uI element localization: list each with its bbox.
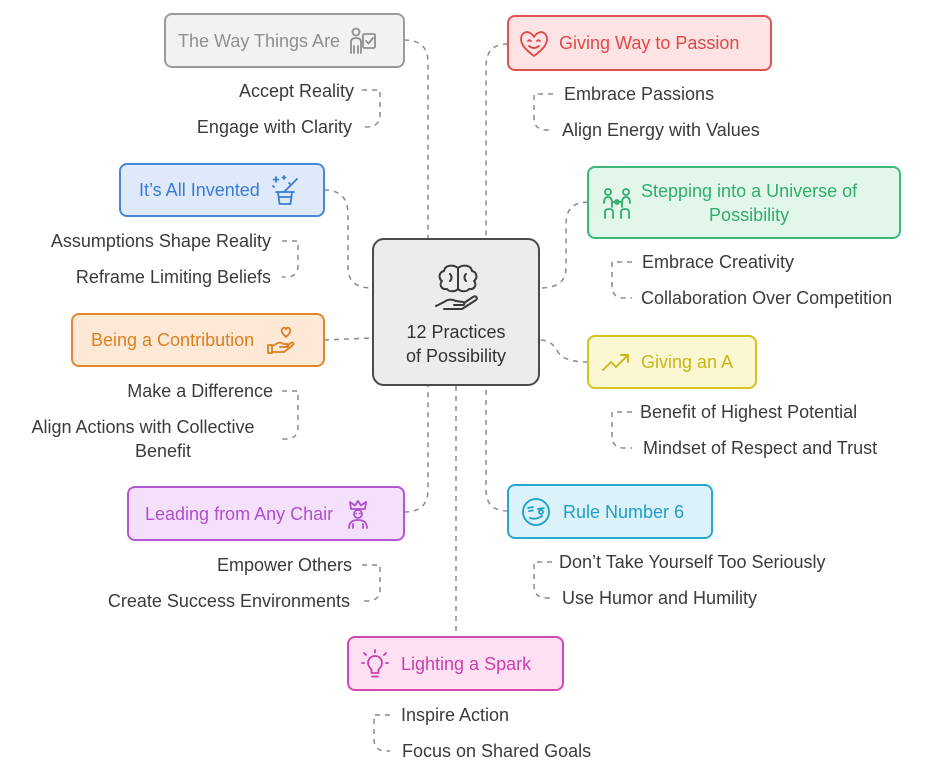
subitem-collaboration-over-competition: Collaboration Over Competition xyxy=(641,288,893,308)
subitem-mindset-of-respect-and-trust: Mindset of Respect and Trust xyxy=(643,438,878,458)
lightbulb-icon xyxy=(361,648,389,679)
magic-hat-icon xyxy=(270,174,300,206)
collaboration-icon xyxy=(601,187,633,219)
subitem-engage-with-clarity: Engage with Clarity xyxy=(196,117,352,137)
subitem-align-actions: Align Actions with Collective Benefit xyxy=(13,415,273,463)
node-the-way-things-are[interactable]: The Way Things Are xyxy=(164,13,405,68)
node-giving-way-to-passion[interactable]: Giving Way to Passion xyxy=(507,15,772,71)
subitem-use-humor-and-humility: Use Humor and Humility xyxy=(562,588,758,608)
node-title: Being a Contribution xyxy=(91,330,255,350)
subitem-focus-on-shared-goals: Focus on Shared Goals xyxy=(402,741,592,761)
central-title-line2: of Possibility xyxy=(405,346,507,366)
node-leading-from-any-chair[interactable]: Leading from Any Chair xyxy=(127,486,405,541)
node-title: Giving an A xyxy=(641,352,734,372)
node-title-line1: Stepping into a Universe of xyxy=(641,180,858,201)
node-lighting-a-spark[interactable]: Lighting a Spark xyxy=(347,636,564,691)
node-title: The Way Things Are xyxy=(178,30,341,51)
node-title: It’s All Invented xyxy=(139,180,260,200)
hand-heart-icon xyxy=(266,325,296,355)
node-title: Leading from Any Chair xyxy=(145,503,334,524)
person-checklist-icon xyxy=(349,26,377,56)
node-its-all-invented[interactable]: It’s All Invented xyxy=(119,163,325,217)
subitem-inspire-action: Inspire Action xyxy=(401,705,510,725)
subitem-align-actions-line1: Align Actions with Collective xyxy=(31,417,255,437)
node-being-a-contribution[interactable]: Being a Contribution xyxy=(71,313,325,367)
node-title: Giving Way to Passion xyxy=(559,33,740,53)
node-title: Lighting a Spark xyxy=(401,653,532,674)
subitem-reframe-limiting-beliefs: Reframe Limiting Beliefs xyxy=(75,267,271,287)
node-rule-number-6[interactable]: Rule Number 6 xyxy=(507,484,713,539)
brain-hand-icon xyxy=(435,264,478,310)
subitem-align-energy-with-values: Align Energy with Values xyxy=(562,120,760,140)
smirk-face-icon xyxy=(521,497,551,527)
trend-up-icon xyxy=(601,351,631,373)
subitem-create-success-environments: Create Success Environments xyxy=(107,591,350,611)
crowned-person-icon xyxy=(345,499,371,529)
central-title-line1: 12 Practices xyxy=(406,322,506,342)
subitem-embrace-creativity: Embrace Creativity xyxy=(642,252,795,272)
heart-face-icon xyxy=(519,28,549,58)
subitem-benefit-of-highest-potential: Benefit of Highest Potential xyxy=(640,402,858,422)
central-topic-node[interactable]: 12 Practices of Possibility xyxy=(372,238,540,386)
node-title: Rule Number 6 xyxy=(563,501,685,522)
subitem-assumptions-shape-reality: Assumptions Shape Reality xyxy=(50,231,271,251)
subitem-dont-take-yourself-too-seriously: Don’t Take Yourself Too Seriously xyxy=(559,552,826,572)
subitem-embrace-passions: Embrace Passions xyxy=(564,84,715,104)
node-title-line2: Possibility xyxy=(709,204,790,225)
subitem-make-a-difference: Make a Difference xyxy=(127,381,273,401)
node-giving-an-a[interactable]: Giving an A xyxy=(587,335,757,389)
subitem-align-actions-line2: Benefit xyxy=(134,441,192,461)
subitem-empower-others: Empower Others xyxy=(216,555,352,575)
subitem-accept-reality: Accept Reality xyxy=(238,81,354,101)
node-stepping-into-a-universe[interactable]: Stepping into a Universe of Possibility xyxy=(587,166,901,239)
